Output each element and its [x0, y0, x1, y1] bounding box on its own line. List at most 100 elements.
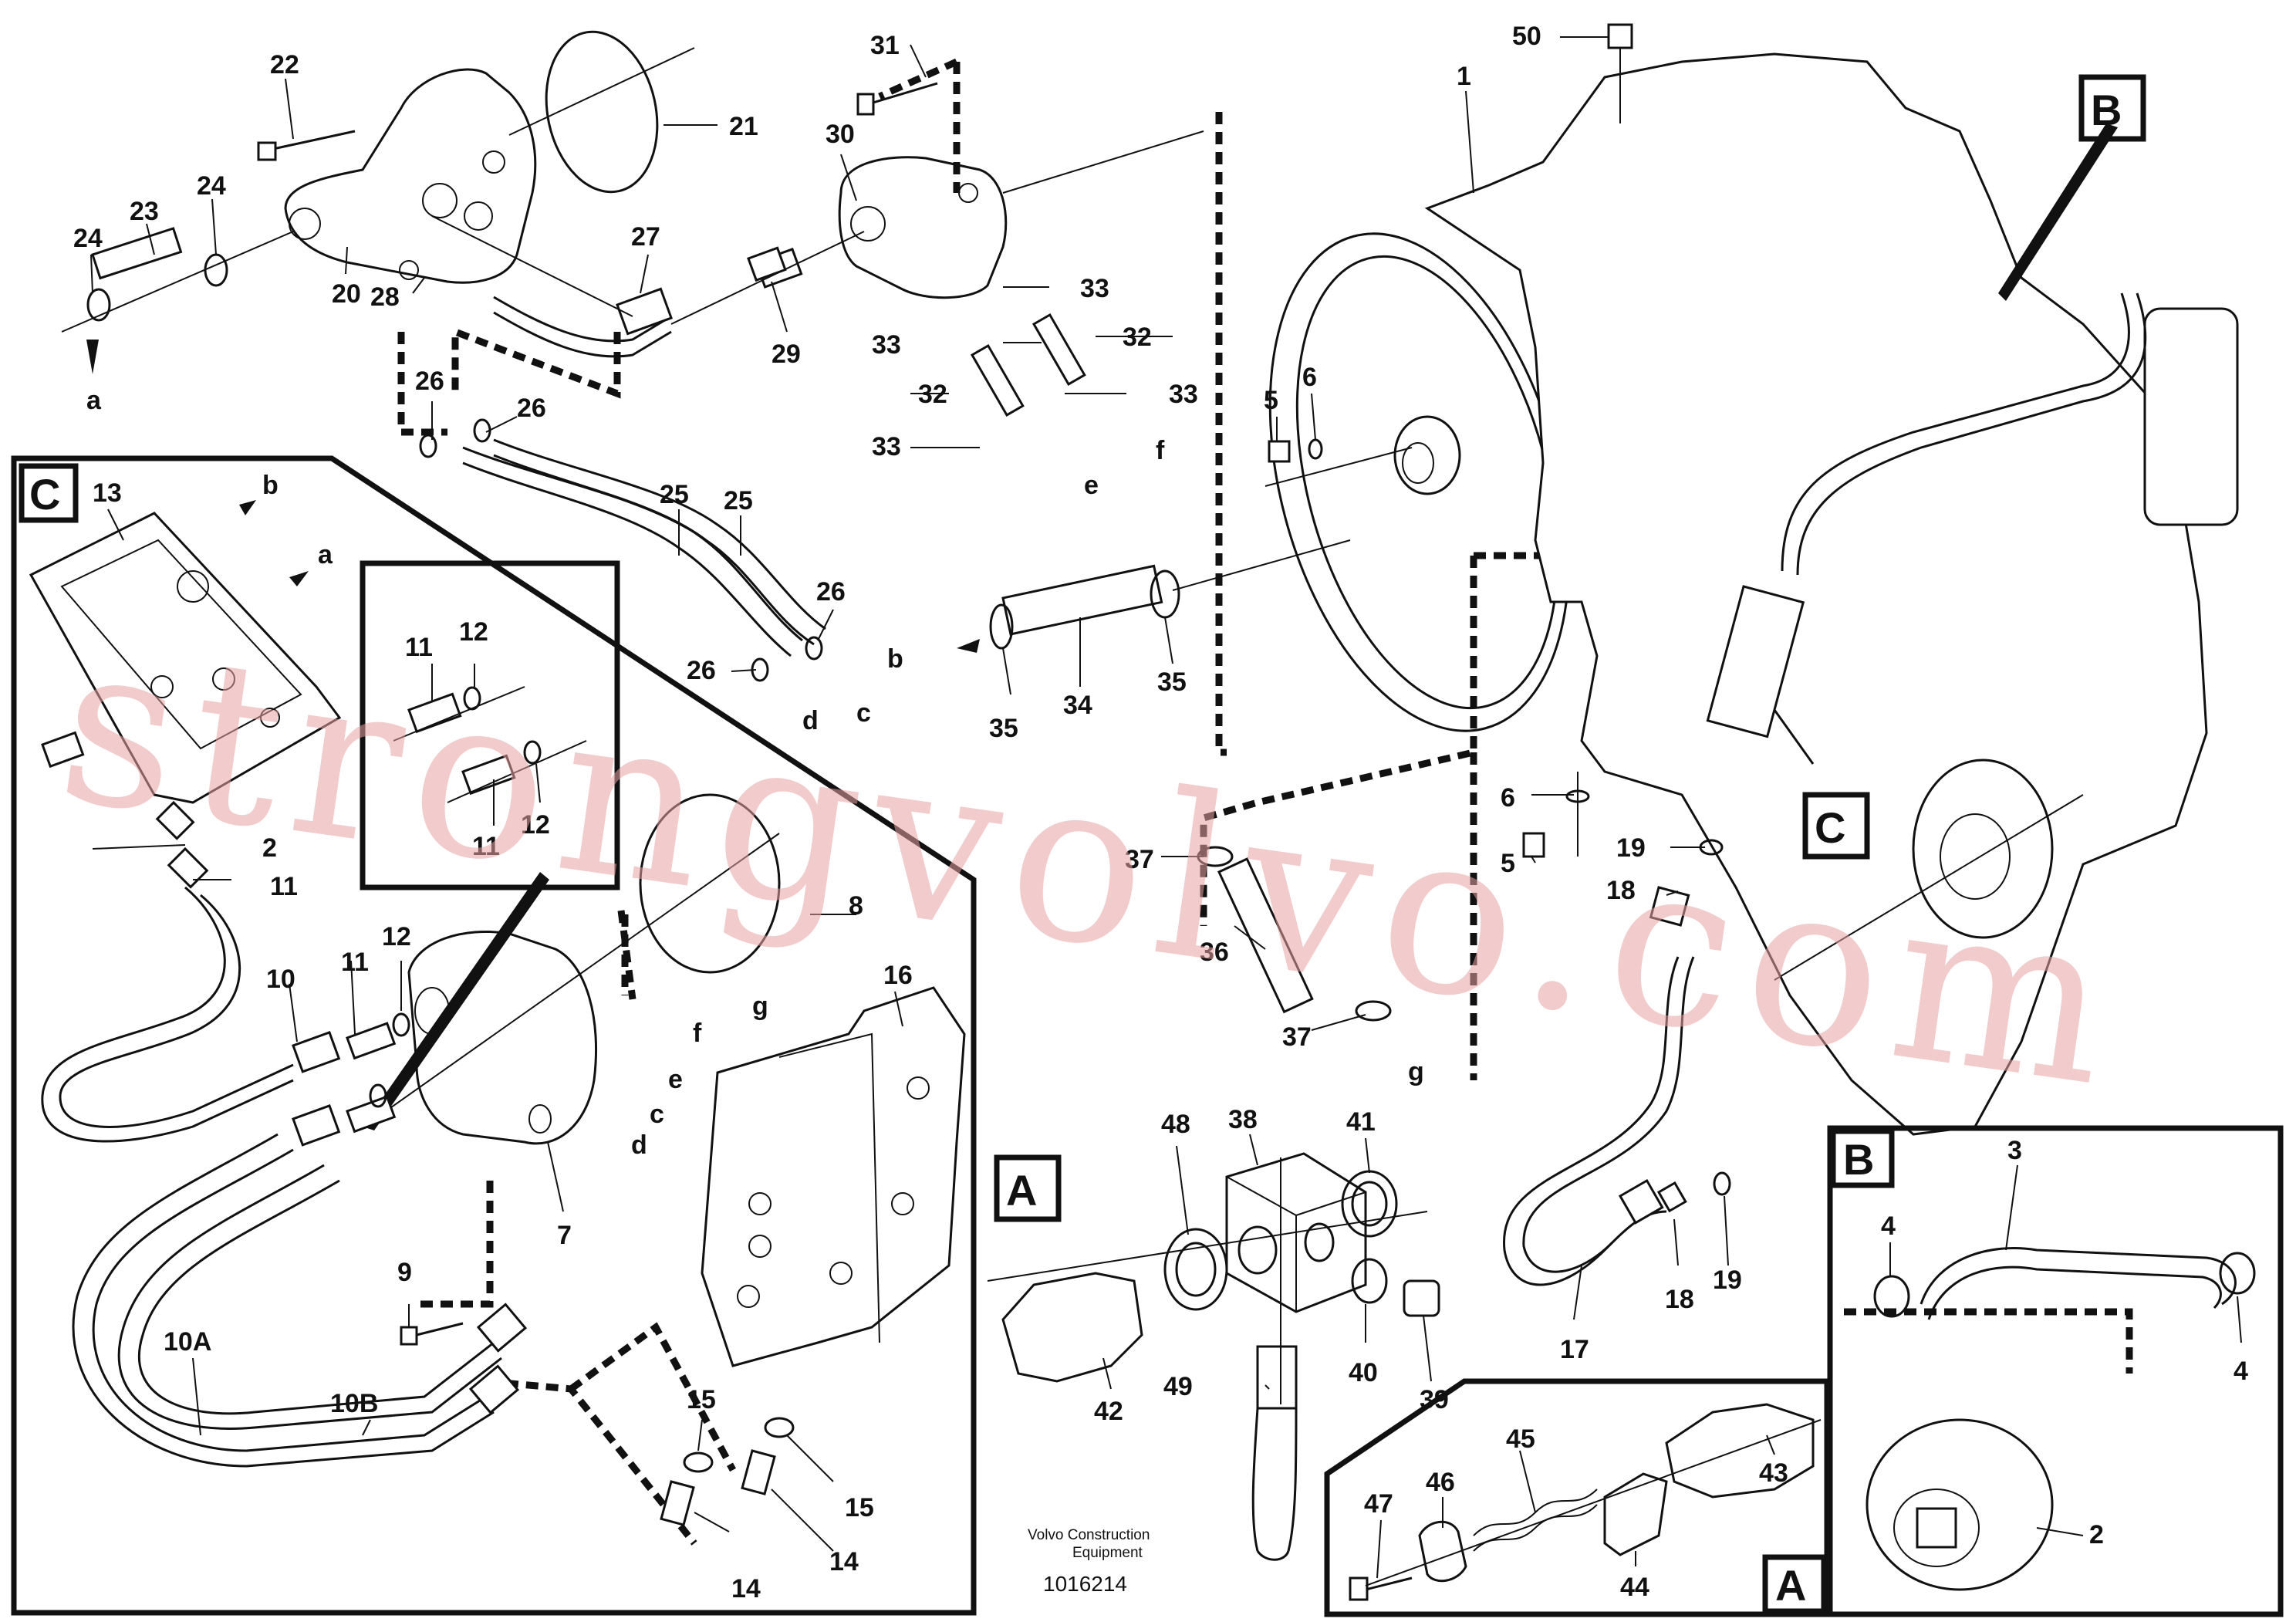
callout-47: 47 — [1364, 1489, 1393, 1519]
fittings-inset-frame — [360, 560, 620, 890]
callout-35-a: 35 — [989, 714, 1018, 743]
reference-dashes — [397, 58, 2133, 1546]
callout-numbers: 50 1 31 30 22 21 23 24 24 20 28 27 29 33… — [73, 22, 2248, 1603]
letter-e-valve: e — [668, 1065, 683, 1094]
callout-26-a: 26 — [415, 367, 444, 396]
callout-25-b: 25 — [724, 486, 753, 515]
letter-f-fitting: f — [1156, 436, 1165, 465]
letter-e-fitting: e — [1084, 471, 1099, 500]
callout-32-a: 32 — [1123, 323, 1152, 352]
block-38-assembly — [987, 1152, 1440, 1561]
callout-39: 39 — [1420, 1385, 1449, 1414]
callout-48: 48 — [1161, 1110, 1190, 1139]
view-b-parts — [1866, 1247, 2256, 1591]
letter-c-valve: c — [650, 1100, 664, 1129]
callout-7: 7 — [557, 1221, 572, 1250]
callout-11-a: 11 — [270, 872, 298, 901]
callout-26-c: 26 — [816, 577, 846, 607]
callout-11-b: 11 — [405, 633, 433, 662]
valve-plate-13 — [29, 512, 342, 804]
letter-g-pump: g — [752, 992, 768, 1021]
callout-46: 46 — [1426, 1468, 1455, 1497]
callout-23: 23 — [130, 197, 159, 226]
view-b-frame — [1827, 1125, 2284, 1617]
callout-37-b: 37 — [1282, 1022, 1312, 1052]
callout-27: 27 — [631, 222, 660, 252]
view-pointers — [1773, 123, 2118, 765]
callout-6-a: 6 — [1302, 363, 1317, 392]
pump-7 — [346, 793, 781, 1346]
callout-10: 10 — [266, 965, 295, 994]
callout-8: 8 — [849, 891, 863, 921]
callout-42: 42 — [1094, 1397, 1123, 1426]
view-b-label: B — [2091, 86, 2122, 134]
letter-a-plate: a — [318, 540, 333, 569]
pump-cover-assembly — [61, 30, 803, 358]
view-a-frame — [1324, 1378, 1830, 1617]
callout-20: 20 — [332, 279, 361, 309]
footer-brand-line1: Volvo Construction — [1028, 1527, 1150, 1543]
callout-12-c: 12 — [382, 922, 411, 951]
callout-33-d: 33 — [872, 432, 901, 461]
callout-40: 40 — [1349, 1358, 1378, 1387]
callout-2-b: 2 — [2089, 1520, 2104, 1549]
callout-37-a: 37 — [1125, 845, 1154, 874]
callout-10a: 10A — [164, 1327, 211, 1357]
callout-15-a: 15 — [687, 1385, 716, 1414]
callout-14-a: 14 — [731, 1574, 761, 1603]
callout-33-b: 33 — [872, 330, 901, 360]
callout-43: 43 — [1759, 1458, 1788, 1488]
callout-49: 49 — [1163, 1372, 1193, 1401]
callout-34: 34 — [1063, 691, 1092, 720]
callout-4-b: 4 — [2234, 1357, 2248, 1386]
callout-29: 29 — [772, 340, 801, 369]
fittings-11-12-inset — [393, 686, 587, 803]
callout-11-d: 11 — [341, 948, 369, 977]
callout-13: 13 — [93, 478, 122, 508]
callout-5-a: 5 — [1264, 386, 1278, 415]
hose-17 — [1503, 839, 1731, 1286]
callout-9: 9 — [397, 1258, 412, 1287]
callout-5-b: 5 — [1501, 849, 1515, 878]
callout-4-a: 4 — [1881, 1211, 1896, 1241]
callout-36: 36 — [1200, 938, 1229, 967]
callout-15-b: 15 — [845, 1493, 874, 1522]
callout-35-b: 35 — [1157, 667, 1187, 697]
view-c-frame — [11, 455, 977, 1616]
view-c-detail-label: C — [29, 470, 60, 519]
letter-f-valve: f — [693, 1019, 702, 1048]
callout-31: 31 — [870, 31, 900, 60]
view-a-parts — [1349, 1403, 1822, 1601]
callout-6-b: 6 — [1501, 783, 1515, 813]
callout-12-b: 12 — [521, 810, 550, 840]
transmission-housing-1 — [1264, 23, 2239, 1136]
letter-d-hose: d — [802, 706, 819, 735]
callout-33-a: 33 — [1080, 274, 1109, 303]
leader-lines — [90, 36, 2242, 1579]
callout-19-b: 19 — [1713, 1265, 1742, 1295]
letter-d-valve: d — [631, 1130, 647, 1160]
callout-33-c: 33 — [1169, 380, 1198, 409]
callout-3: 3 — [2007, 1136, 2022, 1165]
callout-25-a: 25 — [660, 480, 689, 509]
drawing-number: 1016214 — [1043, 1572, 1127, 1596]
view-a-label: A — [1006, 1166, 1037, 1215]
footer-brand-line2: Equipment — [1072, 1545, 1143, 1561]
callout-26-d: 26 — [687, 656, 716, 685]
letter-c-hose: c — [856, 698, 871, 728]
callout-19-a: 19 — [1616, 833, 1646, 863]
callout-17: 17 — [1560, 1335, 1589, 1364]
callout-24-a: 24 — [197, 171, 226, 201]
callout-18-a: 18 — [1606, 876, 1636, 905]
callout-11-c: 11 — [472, 832, 500, 861]
callout-21: 21 — [729, 112, 758, 141]
callout-24-b: 24 — [73, 224, 103, 253]
view-c-label: C — [1815, 803, 1845, 852]
callout-50: 50 — [1512, 22, 1541, 51]
connection-letters: a a b b c c d d e e f f g g — [86, 340, 1424, 1160]
callout-45: 45 — [1506, 1424, 1535, 1454]
callout-44: 44 — [1620, 1573, 1649, 1602]
callout-2-a: 2 — [262, 833, 277, 863]
callout-16: 16 — [883, 961, 913, 990]
